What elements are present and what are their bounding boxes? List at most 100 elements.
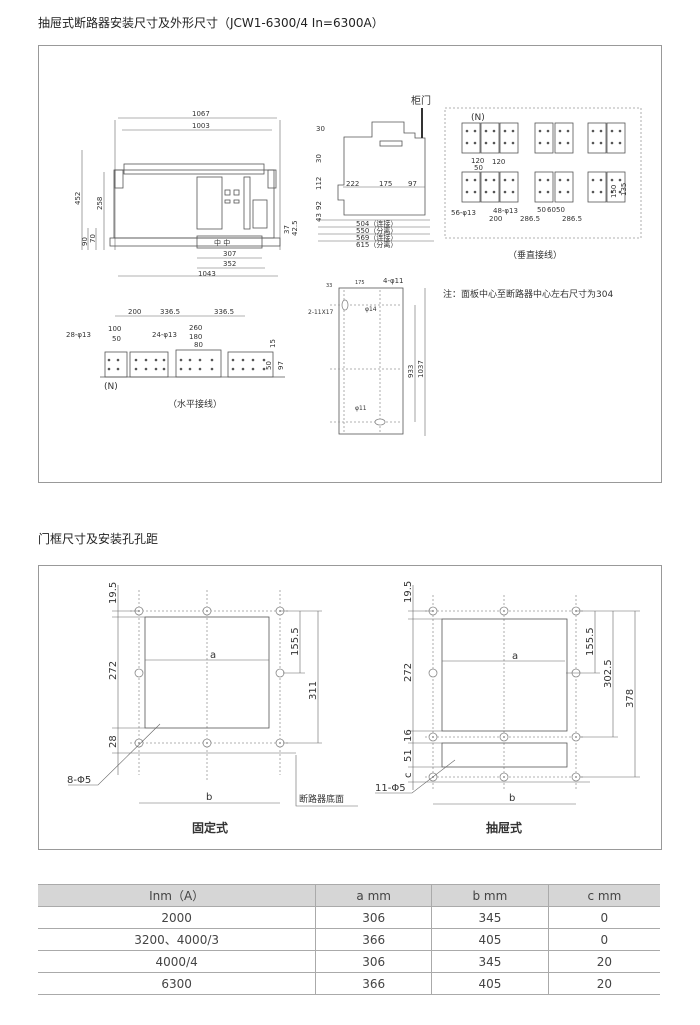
table-cell: 405 [431,972,549,995]
drawout-type-caption: 抽屉式 [486,820,522,835]
hole-center-icon [575,776,577,778]
dim-50-a: 50 [537,206,546,214]
terminal-hole-icon [154,358,158,362]
terminal-hole-icon [538,190,542,194]
terminal-hole-icon [503,190,507,194]
terminal-hole-icon [107,367,111,371]
dim-286-5-b: 286.5 [562,215,582,223]
terminal-hole-icon [465,129,469,133]
mounting-plate-drawing: 33 175 4-φ11 2-11X17 φ14 933 1037 φ11 [308,277,426,436]
dimension-drawing-panel [38,45,662,483]
dim-50-v: 50 [265,361,273,370]
terminal-hole-icon [484,129,488,133]
fixed-type-caption: 固定式 [192,820,228,835]
terminal-hole-icon [241,358,245,362]
column-header: Inm（A） [38,884,316,907]
terminal-hole-icon [610,141,614,145]
terminal-hole-icon [198,358,202,362]
dim-70: 70 [89,234,97,243]
dim-550: 550（分离） [356,226,397,235]
dim-150: 150 [610,185,618,198]
terminal-hole-icon [231,358,235,362]
table-cell: 306 [315,950,432,973]
terminal-hole-icon [546,141,550,145]
terminal-hole-icon [134,367,138,371]
dim-1037: 1037 [417,360,425,378]
hole-center-icon [575,736,577,738]
terminal-hole-icon [473,129,477,133]
dim-1043: 1043 [198,270,216,278]
table-cell: 3200、4000/3 [38,928,316,951]
terminal-hole-icon [599,190,603,194]
table-cell: 6300 [38,972,316,995]
terminal-hole-icon [484,190,488,194]
table-cell: 366 [315,928,432,951]
vertical-wiring-caption: （垂直接线） [508,249,562,261]
dim-311: 311 [308,681,319,700]
dim-c: c [403,773,414,779]
neutral-label: (N) [471,113,485,123]
terminal-hole-icon [503,178,507,182]
terminal-hole-icon [492,190,496,194]
terminal-hole-icon [179,367,183,371]
terminal-hole-icon [618,129,622,133]
dim-42-5: 42.5 [291,220,299,236]
door-frame-drawing-panel [38,565,662,850]
terminal-hole-icon [473,178,477,182]
dim-200: 200 [128,308,141,316]
dim-180: 180 [189,333,202,341]
dim-51: 51 [403,749,414,762]
dim-155-5: 155.5 [585,627,596,656]
hole-center-icon [503,736,505,738]
terminal-hole-icon [566,190,570,194]
dim-33: 33 [326,283,332,289]
dim-b: b [206,792,212,803]
holes-11-phi5: 11-Φ5 [375,783,406,794]
dim-15: 15 [269,339,277,348]
terminal-hole-icon [198,367,202,371]
dim-a: a [512,651,518,662]
terminal-hole-icon [610,190,614,194]
breaker-bottom-label: 断路器底面 [299,793,344,805]
dim-50: 50 [112,335,121,343]
dim-60: 60 [547,206,556,214]
hole-center-icon [279,742,281,744]
table-cell: 2000 [38,906,316,929]
dim-336-5-b: 336.5 [214,308,234,316]
terminal-hole-icon [511,129,515,133]
terminal-hole-icon [599,141,603,145]
dim-19-5: 19.5 [108,582,119,604]
table-cell: 405 [431,928,549,951]
dim-260: 260 [189,324,202,332]
table-cell: 20 [547,950,660,973]
terminal-hole-icon [492,141,496,145]
terminal-hole-icon [107,358,111,362]
note-text: 注：面板中心至断路器中心左右尺寸为304 [443,288,613,300]
section-title-dimensions: 抽屉式断路器安装尺寸及外形尺寸（JCW1-6300/4 In=6300A） [38,16,384,30]
terminal-hole-icon [599,178,603,182]
dim-90: 90 [81,237,89,246]
terminal-hole-icon [262,358,266,362]
terminal-hole-icon [492,178,496,182]
dim-50-b: 50 [556,206,565,214]
dim-307: 307 [223,250,236,258]
side-view-drawing: 柜门 30 30 112 92 43 222 175 97 504（连接） 55… [315,94,434,249]
dim-97: 97 [408,180,417,188]
center-mark: 中 中 [214,238,230,247]
terminal-hole-icon [179,358,183,362]
terminal-hole-icon [618,190,622,194]
dim-452: 452 [74,192,82,205]
dim-378: 378 [625,689,636,708]
terminal-hole-icon [154,367,158,371]
terminal-hole-icon [116,358,120,362]
terminal-hole-icon [618,141,622,145]
table-cell: 0 [547,906,660,929]
terminal-block [587,171,607,203]
dim-120-b: 120 [492,158,505,166]
dim-43: 43 [315,213,323,222]
holes-28: 28-φ13 [66,331,91,339]
terminal-hole-icon [546,178,550,182]
